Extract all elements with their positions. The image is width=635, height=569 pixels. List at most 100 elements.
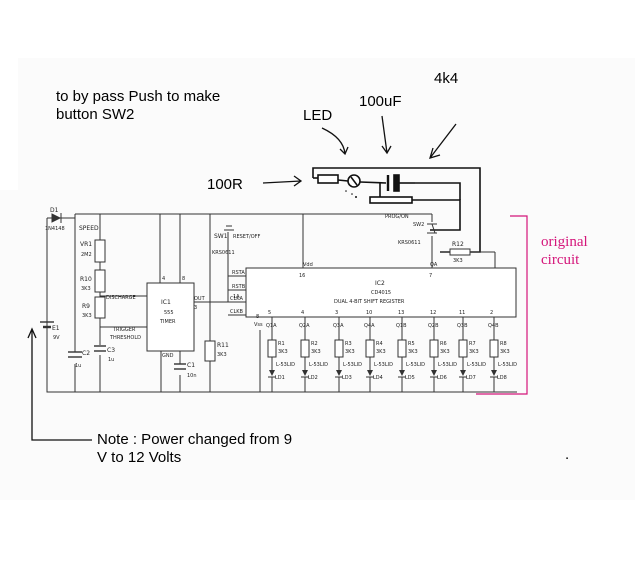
label-c1-val: 10n — [187, 373, 197, 379]
resistor-4k4 — [369, 196, 413, 204]
label-4k4: 4k4 — [434, 70, 459, 87]
output-resistor-value: 3K3 — [469, 349, 479, 355]
output-q-label: Q3B — [457, 323, 468, 329]
label-pin-8b: 8 — [256, 314, 259, 320]
cap-c3 — [94, 345, 106, 352]
wire-down-right — [415, 182, 461, 200]
output-resistor-label: R4 — [376, 341, 383, 347]
label-e1: E1 — [52, 325, 60, 332]
wire-led-to-cap — [359, 181, 387, 184]
output-resistor-value: 3K3 — [500, 349, 510, 355]
label-100r: 100R — [207, 176, 243, 193]
original-wiring — [46, 213, 517, 393]
led-bar — [350, 176, 358, 186]
label-pin-8: 8 — [182, 276, 185, 282]
output-led-label: LD1 — [275, 375, 285, 381]
output-led-label: LD6 — [437, 375, 447, 381]
output-pin-number: 3 — [335, 310, 338, 316]
output-led-label: LD5 — [405, 375, 415, 381]
label-ic1-name: TIMER — [159, 319, 176, 325]
output-led-symbol — [336, 370, 342, 376]
scan-left-margin — [0, 58, 18, 190]
output-q-label: Q2A — [299, 323, 310, 329]
output-resistor — [397, 339, 407, 358]
ic2-body — [245, 267, 517, 318]
power-note: Note : Power changed from 9 V to 12 Volt… — [97, 431, 293, 466]
label-d1-part: 1N4148 — [45, 226, 65, 232]
label-r10: R10 — [80, 276, 92, 283]
bypass-note: to by pass Push to make button SW2 — [56, 88, 221, 123]
scan-lower-area — [0, 500, 635, 569]
output-pin-number: 11 — [459, 310, 465, 316]
output-resistor-label: R7 — [469, 341, 476, 347]
output-columns: 5Q1AR13K3L-53LIDLD14Q2AR23K3L-53LIDLD23Q… — [266, 310, 517, 392]
label-pin-4: 4 — [162, 276, 165, 282]
label-reset-off: RESET/OFF — [233, 234, 261, 240]
output-pin-number: 12 — [430, 310, 436, 316]
output-resistor — [429, 339, 439, 358]
cap-c1 — [174, 363, 186, 370]
battery-e1 — [40, 321, 54, 329]
label-pin-rstb: RSTB — [232, 284, 246, 290]
output-resistor-value: 3K3 — [311, 349, 321, 355]
output-resistor-label: R6 — [440, 341, 447, 347]
schematic-labels: D1 1N4148 SPEED VR1 2M2 R10 3K3 DISCHARG… — [45, 207, 464, 379]
label-sw1-part: KRS0611 — [212, 250, 235, 256]
output-led-type: L-53LID — [374, 362, 393, 368]
cap-c2 — [68, 351, 82, 358]
resistor-100r — [317, 174, 339, 184]
output-led-type: L-53LID — [309, 362, 328, 368]
r11-body — [204, 340, 216, 362]
stray-dot: . — [565, 446, 570, 463]
r12-body — [449, 248, 471, 256]
output-q-label: Q3A — [333, 323, 344, 329]
output-pin-number: 2 — [490, 310, 493, 316]
stray-marks — [345, 190, 357, 198]
label-pin-rsta: RSTA — [232, 270, 245, 276]
label-pin-qa: QA — [430, 262, 438, 268]
output-led-type: L-53LID — [467, 362, 486, 368]
output-resistor-value: 3K3 — [408, 349, 418, 355]
label-pin-vss: Vss — [254, 322, 263, 328]
arrow-4k4 — [429, 123, 457, 159]
label-ic1-part: 555 — [164, 310, 174, 316]
label-100uf: 100uF — [359, 93, 402, 110]
label-sw1: SW1 — [214, 233, 228, 240]
label-pin-out: OUT — [194, 296, 206, 302]
label-r12: R12 — [452, 241, 464, 248]
output-resistor-label: R1 — [278, 341, 285, 347]
label-ic1: IC1 — [161, 299, 171, 306]
label-r12-val: 3K3 — [453, 258, 463, 264]
r9-body — [94, 296, 106, 319]
output-led-symbol — [491, 370, 497, 376]
output-resistor-value: 3K3 — [278, 349, 288, 355]
output-resistor — [365, 339, 375, 358]
label-pin-clka: CLKA — [230, 296, 243, 302]
output-led-symbol — [367, 370, 373, 376]
label-c3-val: 1u — [108, 357, 114, 363]
label-r9-val: 3K3 — [82, 313, 92, 319]
output-led-symbol — [460, 370, 466, 376]
wire-r-to-led — [337, 179, 349, 182]
vr1-body — [94, 239, 106, 263]
output-q-label: Q2B — [428, 323, 439, 329]
output-q-label: Q4B — [488, 323, 499, 329]
output-resistor — [458, 339, 468, 358]
output-resistor — [300, 339, 310, 358]
output-led-type: L-53LID — [406, 362, 425, 368]
label-discharge: DISCHARGE — [106, 295, 136, 301]
arrow-led — [321, 127, 349, 156]
output-resistor-value: 3K3 — [376, 349, 386, 355]
output-resistor-value: 3K3 — [440, 349, 450, 355]
annotation-arrows — [27, 115, 457, 441]
output-resistor — [489, 339, 499, 358]
label-pin-3: 3 — [194, 305, 197, 311]
output-q-label: Q1B — [396, 323, 407, 329]
label-pin-1a: 1A — [233, 294, 240, 300]
label-r10-val: 3K3 — [81, 286, 91, 292]
output-resistor-label: R8 — [500, 341, 507, 347]
output-resistor — [334, 339, 344, 358]
original-circuit-label: original circuit — [541, 234, 588, 268]
output-led-label: LD2 — [308, 375, 318, 381]
